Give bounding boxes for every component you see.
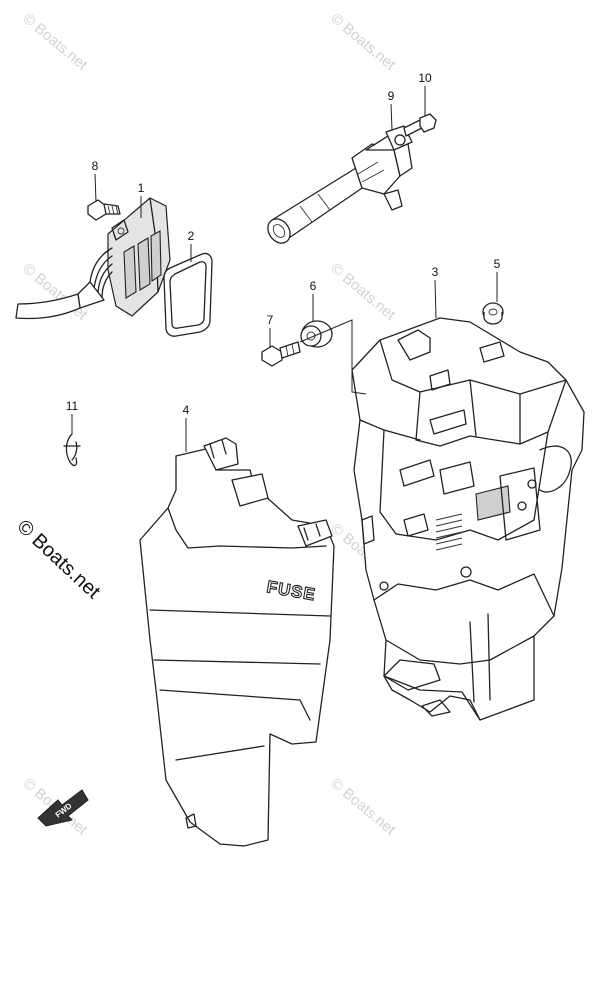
watermark-1: © Boats.net [19, 10, 91, 74]
callout-6: 6 [310, 279, 317, 293]
part-7-bolt [261, 341, 301, 367]
watermark-prominent: © Boats.net [13, 516, 105, 604]
callout-2: 2 [188, 229, 195, 243]
callouts: 1 2 3 4 5 6 7 8 9 10 11 [66, 71, 501, 417]
callout-10: 10 [418, 71, 432, 85]
fwd-arrow: FWD [37, 789, 89, 827]
callout-7: 7 [267, 313, 274, 327]
callout-8: 8 [92, 159, 99, 173]
part-2-gasket [163, 252, 213, 337]
callout-11: 11 [66, 399, 79, 413]
part-8-bolt [87, 199, 121, 221]
callout-9: 9 [388, 89, 395, 103]
watermark-4: © Boats.net [327, 260, 399, 324]
watermark-7: © Boats.net [327, 775, 399, 839]
callout-3: 3 [432, 265, 439, 279]
leader-lines [71, 86, 498, 452]
part-5-collar [482, 302, 504, 325]
part-10-bolt [403, 113, 437, 137]
part-1-regulator [15, 197, 171, 320]
part-3-electrical-box [351, 317, 585, 721]
callout-4: 4 [183, 403, 190, 417]
part-11-clip [63, 433, 81, 467]
callout-1: 1 [138, 181, 145, 195]
part-4-cover: FUSE [139, 437, 335, 847]
callout-5: 5 [494, 257, 501, 271]
part-6-grommet [300, 320, 333, 348]
part-9-ignition-coil [267, 125, 413, 244]
watermark-2: © Boats.net [327, 10, 399, 74]
